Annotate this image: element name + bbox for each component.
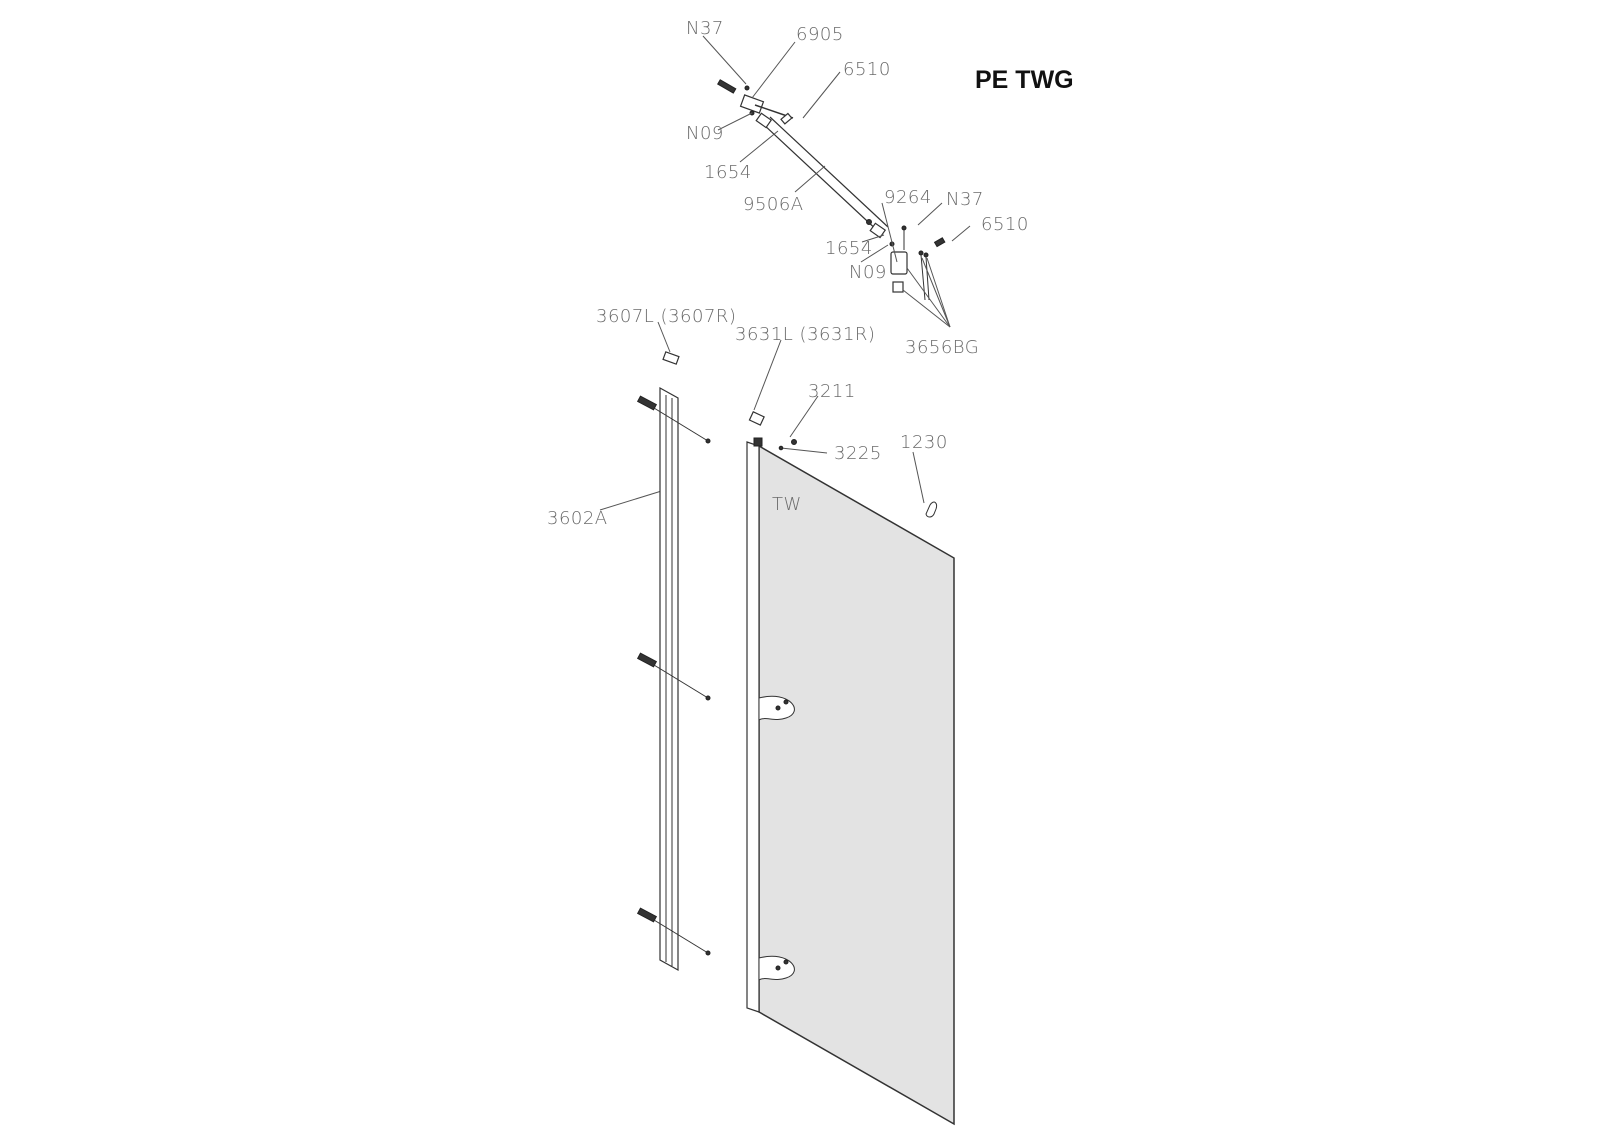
label-3631: 3631L (3631R) xyxy=(735,324,875,345)
glass-panel-tw xyxy=(746,411,955,1126)
label-n37-right: N37 xyxy=(946,189,984,210)
label-n09-top: N09 xyxy=(686,123,724,144)
label-6510-top: 6510 xyxy=(843,59,891,80)
label-1654-bottom: 1654 xyxy=(825,238,873,259)
washer-3225 xyxy=(778,445,784,451)
screw-3211 xyxy=(791,439,797,445)
clamp-insert xyxy=(892,281,904,293)
label-tw: TW xyxy=(772,494,802,515)
label-6905: 6905 xyxy=(796,24,844,45)
glass-clamp-9264 xyxy=(890,251,908,275)
wall-anchor-middle xyxy=(636,652,711,701)
label-3211: 3211 xyxy=(808,381,856,402)
cap-6510-right xyxy=(933,237,946,248)
diagram-title: PE TWG xyxy=(975,66,1074,94)
label-3602a: 3602A xyxy=(547,508,608,529)
label-3656bg: 3656BG xyxy=(905,337,979,358)
wall-anchor-bottom xyxy=(636,907,711,956)
label-1654-top: 1654 xyxy=(704,162,752,183)
wall-anchor-top xyxy=(636,395,711,444)
label-3607: 3607L (3607R) xyxy=(596,306,736,327)
screw-top xyxy=(717,79,737,94)
label-9264: 9264 xyxy=(884,187,932,208)
label-6510-right: 6510 xyxy=(981,214,1029,235)
leader-lines xyxy=(599,35,971,511)
wall-profile-3602a xyxy=(636,351,711,972)
connector-1654-top xyxy=(755,112,773,129)
connector-1654-bottom xyxy=(869,222,887,239)
hook-1230 xyxy=(925,501,937,518)
label-1230: 1230 xyxy=(900,432,948,453)
label-3225: 3225 xyxy=(834,443,882,464)
label-n37-top: N37 xyxy=(686,18,724,39)
cap-6510-top xyxy=(780,112,793,125)
stabilizer-bar-assembly xyxy=(717,79,946,301)
end-cap-3631 xyxy=(748,411,765,426)
label-9506a: 9506A xyxy=(743,194,804,215)
label-n09-bottom: N09 xyxy=(849,262,887,283)
end-cap-3607 xyxy=(662,351,680,365)
